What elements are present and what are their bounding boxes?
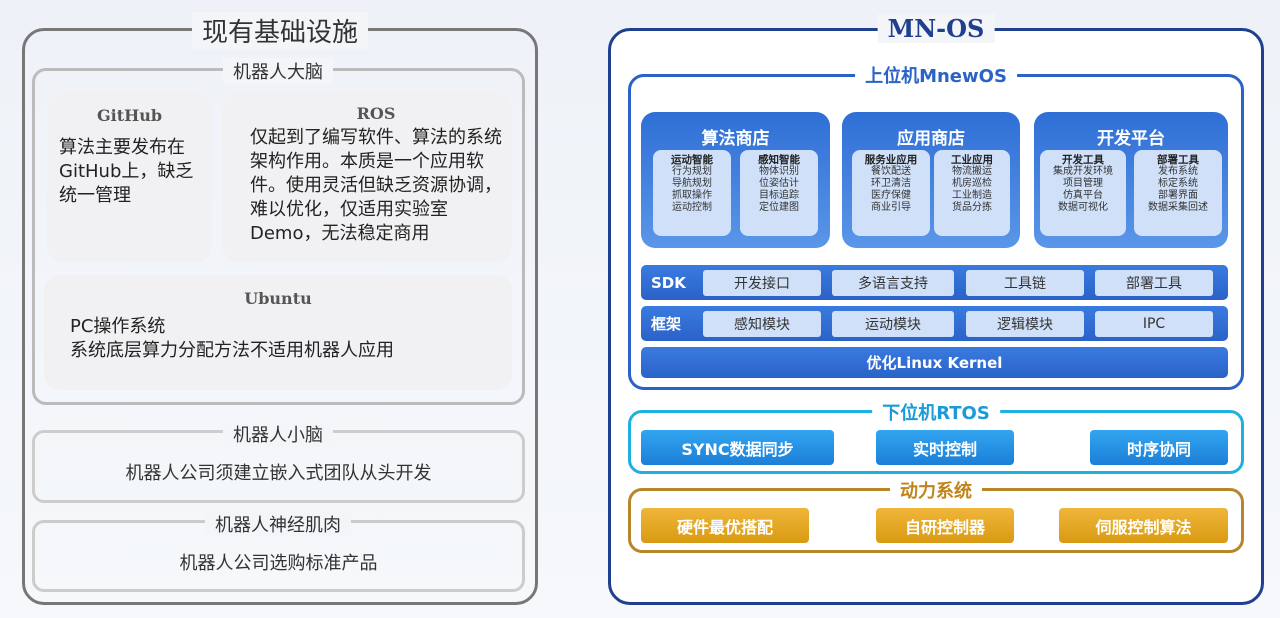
lower-title: 下位机RTOS [872, 399, 1000, 425]
item: 目标追踪 [759, 190, 799, 201]
sub-head: 运动智能 [671, 154, 713, 166]
servo-algorithm-button[interactable]: 伺服控制算法 [1059, 508, 1228, 543]
framework-row: 框架 感知模块 运动模块 逻辑模块 IPC [641, 306, 1228, 341]
hardware-button[interactable]: 硬件最优搭配 [641, 508, 809, 543]
dev-platform-card[interactable]: 开发平台 开发工具集成开发环境项目管理仿真平台数据可视化 部署工具发布系统标定系… [1034, 112, 1228, 248]
sub-head: 部署工具 [1157, 154, 1199, 166]
github-card: GitHub 算法主要发布在GitHub上，缺乏统一管理 [47, 92, 212, 262]
sub-card: 部署工具发布系统标定系统部署界面数据采集回述 [1134, 150, 1222, 236]
muscle-title: 机器人神经肌肉 [205, 511, 351, 537]
sdk-cell[interactable]: 部署工具 [1095, 270, 1213, 296]
ros-text: 仅起到了编写软件、算法的系统架构作用。本质是一个应用软件。使用灵活但缺乏资源协调… [250, 127, 502, 244]
card-title: 算法商店 [701, 129, 770, 149]
item: 发布系统 [1158, 166, 1198, 177]
item: 物体识别 [759, 166, 799, 177]
sub-head: 服务业应用 [864, 154, 918, 166]
sdk-cell[interactable]: 多语言支持 [832, 270, 954, 296]
item: 行为规划 [672, 166, 712, 177]
power-title: 动力系统 [890, 477, 982, 503]
item: 环卫清洁 [871, 178, 911, 189]
item: 物流搬运 [952, 166, 992, 177]
item: 工业制造 [952, 190, 992, 201]
muscle-text: 机器人公司选购标准产品 [179, 553, 378, 574]
sub-card: 感知智能物体识别位姿估计目标追踪定位建图 [740, 150, 818, 236]
item: 部署界面 [1158, 190, 1198, 201]
item: 抓取操作 [672, 190, 712, 201]
sub-card: 服务业应用餐饮配送环卫清洁医疗保健商业引导 [852, 150, 930, 236]
card-title: 应用商店 [897, 129, 965, 149]
left-title: 现有基础设施 [191, 12, 369, 49]
sub-card: 开发工具集成开发环境项目管理仿真平台数据可视化 [1040, 150, 1126, 236]
ubuntu-line2: 系统底层算力分配方法不适用机器人应用 [70, 340, 394, 361]
item: 定位建图 [759, 202, 799, 213]
github-text: 算法主要发布在GitHub上，缺乏统一管理 [59, 137, 194, 206]
controller-button[interactable]: 自研控制器 [876, 508, 1014, 543]
sub-head: 工业应用 [951, 154, 993, 166]
item: 餐饮配送 [871, 166, 911, 177]
ubuntu-title: Ubuntu [244, 289, 312, 308]
framework-cell[interactable]: 感知模块 [703, 311, 821, 337]
framework-cell[interactable]: IPC [1095, 311, 1213, 337]
ros-title: ROS [356, 104, 396, 123]
sub-head: 开发工具 [1062, 154, 1104, 166]
app-store-card[interactable]: 应用商店 服务业应用餐饮配送环卫清洁医疗保健商业引导 工业应用物流搬运机房巡检工… [842, 112, 1020, 248]
github-title: GitHub [96, 106, 163, 125]
ubuntu-card: Ubuntu PC操作系统 系统底层算力分配方法不适用机器人应用 [44, 275, 512, 390]
algorithm-store-card[interactable]: 算法商店 运动智能行为规划导航规划抓取操作运动控制 感知智能物体识别位姿估计目标… [641, 112, 830, 248]
cerebellum-title: 机器人小脑 [223, 421, 333, 447]
mnos-title: MN-OS [877, 14, 995, 43]
framework-label: 框架 [651, 315, 682, 333]
item: 机房巡检 [952, 178, 992, 189]
sdk-cell[interactable]: 开发接口 [703, 270, 821, 296]
card-title: 开发平台 [1097, 129, 1165, 149]
cerebellum-text: 机器人公司须建立嵌入式团队从头开发 [125, 462, 432, 484]
linux-kernel-row[interactable]: 优化Linux Kernel [641, 347, 1228, 378]
item: 数据采集回述 [1148, 202, 1208, 213]
item: 运动控制 [672, 202, 712, 213]
timing-sync-button[interactable]: 时序协同 [1090, 430, 1228, 465]
item: 数据可视化 [1058, 202, 1108, 213]
ubuntu-line1: PC操作系统 [70, 316, 166, 337]
framework-cell[interactable]: 逻辑模块 [966, 311, 1084, 337]
sdk-label: SDK [651, 273, 686, 292]
robot-brain-title: 机器人大脑 [223, 58, 333, 84]
sub-head: 感知智能 [758, 154, 800, 166]
item: 集成开发环境 [1053, 166, 1113, 177]
item: 商业引导 [871, 202, 911, 213]
sub-card: 工业应用物流搬运机房巡检工业制造货品分拣 [934, 150, 1010, 236]
item: 项目管理 [1063, 178, 1103, 189]
item: 导航规划 [672, 178, 712, 189]
upper-title: 上位机MnewOS [855, 62, 1017, 88]
item: 标定系统 [1158, 178, 1198, 189]
framework-cell[interactable]: 运动模块 [832, 311, 954, 337]
sub-card: 运动智能行为规划导航规划抓取操作运动控制 [653, 150, 731, 236]
realtime-control-button[interactable]: 实时控制 [876, 430, 1014, 465]
sdk-cell[interactable]: 工具链 [966, 270, 1084, 296]
sdk-row: SDK 开发接口 多语言支持 工具链 部署工具 [641, 265, 1228, 300]
ros-card: ROS 仅起到了编写软件、算法的系统架构作用。本质是一个应用软件。使用灵活但缺乏… [222, 92, 512, 262]
item: 位姿估计 [759, 178, 799, 189]
item: 仿真平台 [1063, 190, 1103, 201]
item: 货品分拣 [952, 202, 992, 213]
item: 医疗保健 [871, 190, 911, 201]
sync-button[interactable]: SYNC数据同步 [641, 430, 834, 465]
